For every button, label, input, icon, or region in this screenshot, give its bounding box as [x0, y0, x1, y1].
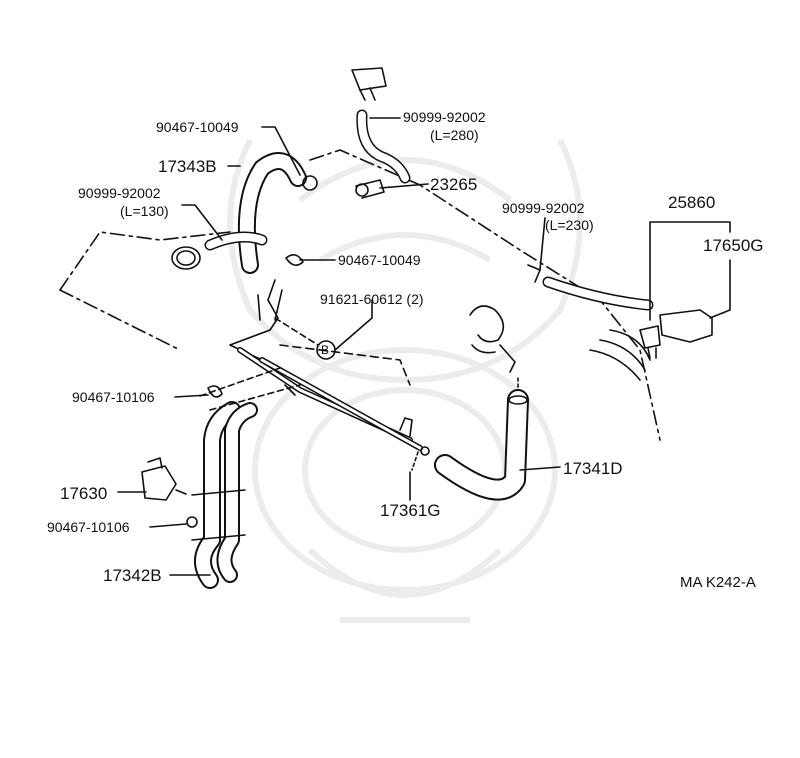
callout-17342b: 17342B [103, 566, 162, 585]
callout-90467-10106-low: 90467-10106 [47, 519, 130, 535]
engine-outline [59, 231, 231, 291]
callout-17361g: 17361G [380, 501, 441, 520]
vacuum-switching-valve [659, 309, 713, 343]
watermark-emblem-icon [227, 138, 583, 623]
callout-25860: 25860 [668, 193, 716, 212]
callout-17341d: 17341D [563, 459, 623, 478]
callout-17343b: 17343B [158, 157, 217, 176]
callout-90467-10049-mid: 90467-10049 [338, 252, 421, 268]
callout-90999-92002-right: 90999-92002 [502, 200, 585, 216]
callout-length-130: (L=130) [120, 203, 169, 219]
vacuum-sensor-top [351, 67, 387, 91]
callout-length-280: (L=280) [430, 127, 479, 143]
callout-90999-92002-left: 90999-92002 [78, 185, 161, 201]
callout-90999-92002-top: 90999-92002 [403, 109, 486, 125]
diagram-code: MA K242-A [680, 574, 756, 591]
vacuum-sensor-17630 [141, 465, 177, 501]
callout-17650g: 17650G [703, 236, 764, 255]
b-marker-label: B [321, 343, 330, 357]
callout-17630: 17630 [60, 484, 108, 503]
callout-23265: 23265 [430, 175, 478, 194]
callout-90467-10049-top: 90467-10049 [156, 119, 239, 135]
callout-length-230: (L=230) [545, 217, 594, 233]
callout-91621-60612: 91621-60612 (2) [320, 291, 424, 307]
callout-90467-10106-left: 90467-10106 [72, 389, 155, 405]
